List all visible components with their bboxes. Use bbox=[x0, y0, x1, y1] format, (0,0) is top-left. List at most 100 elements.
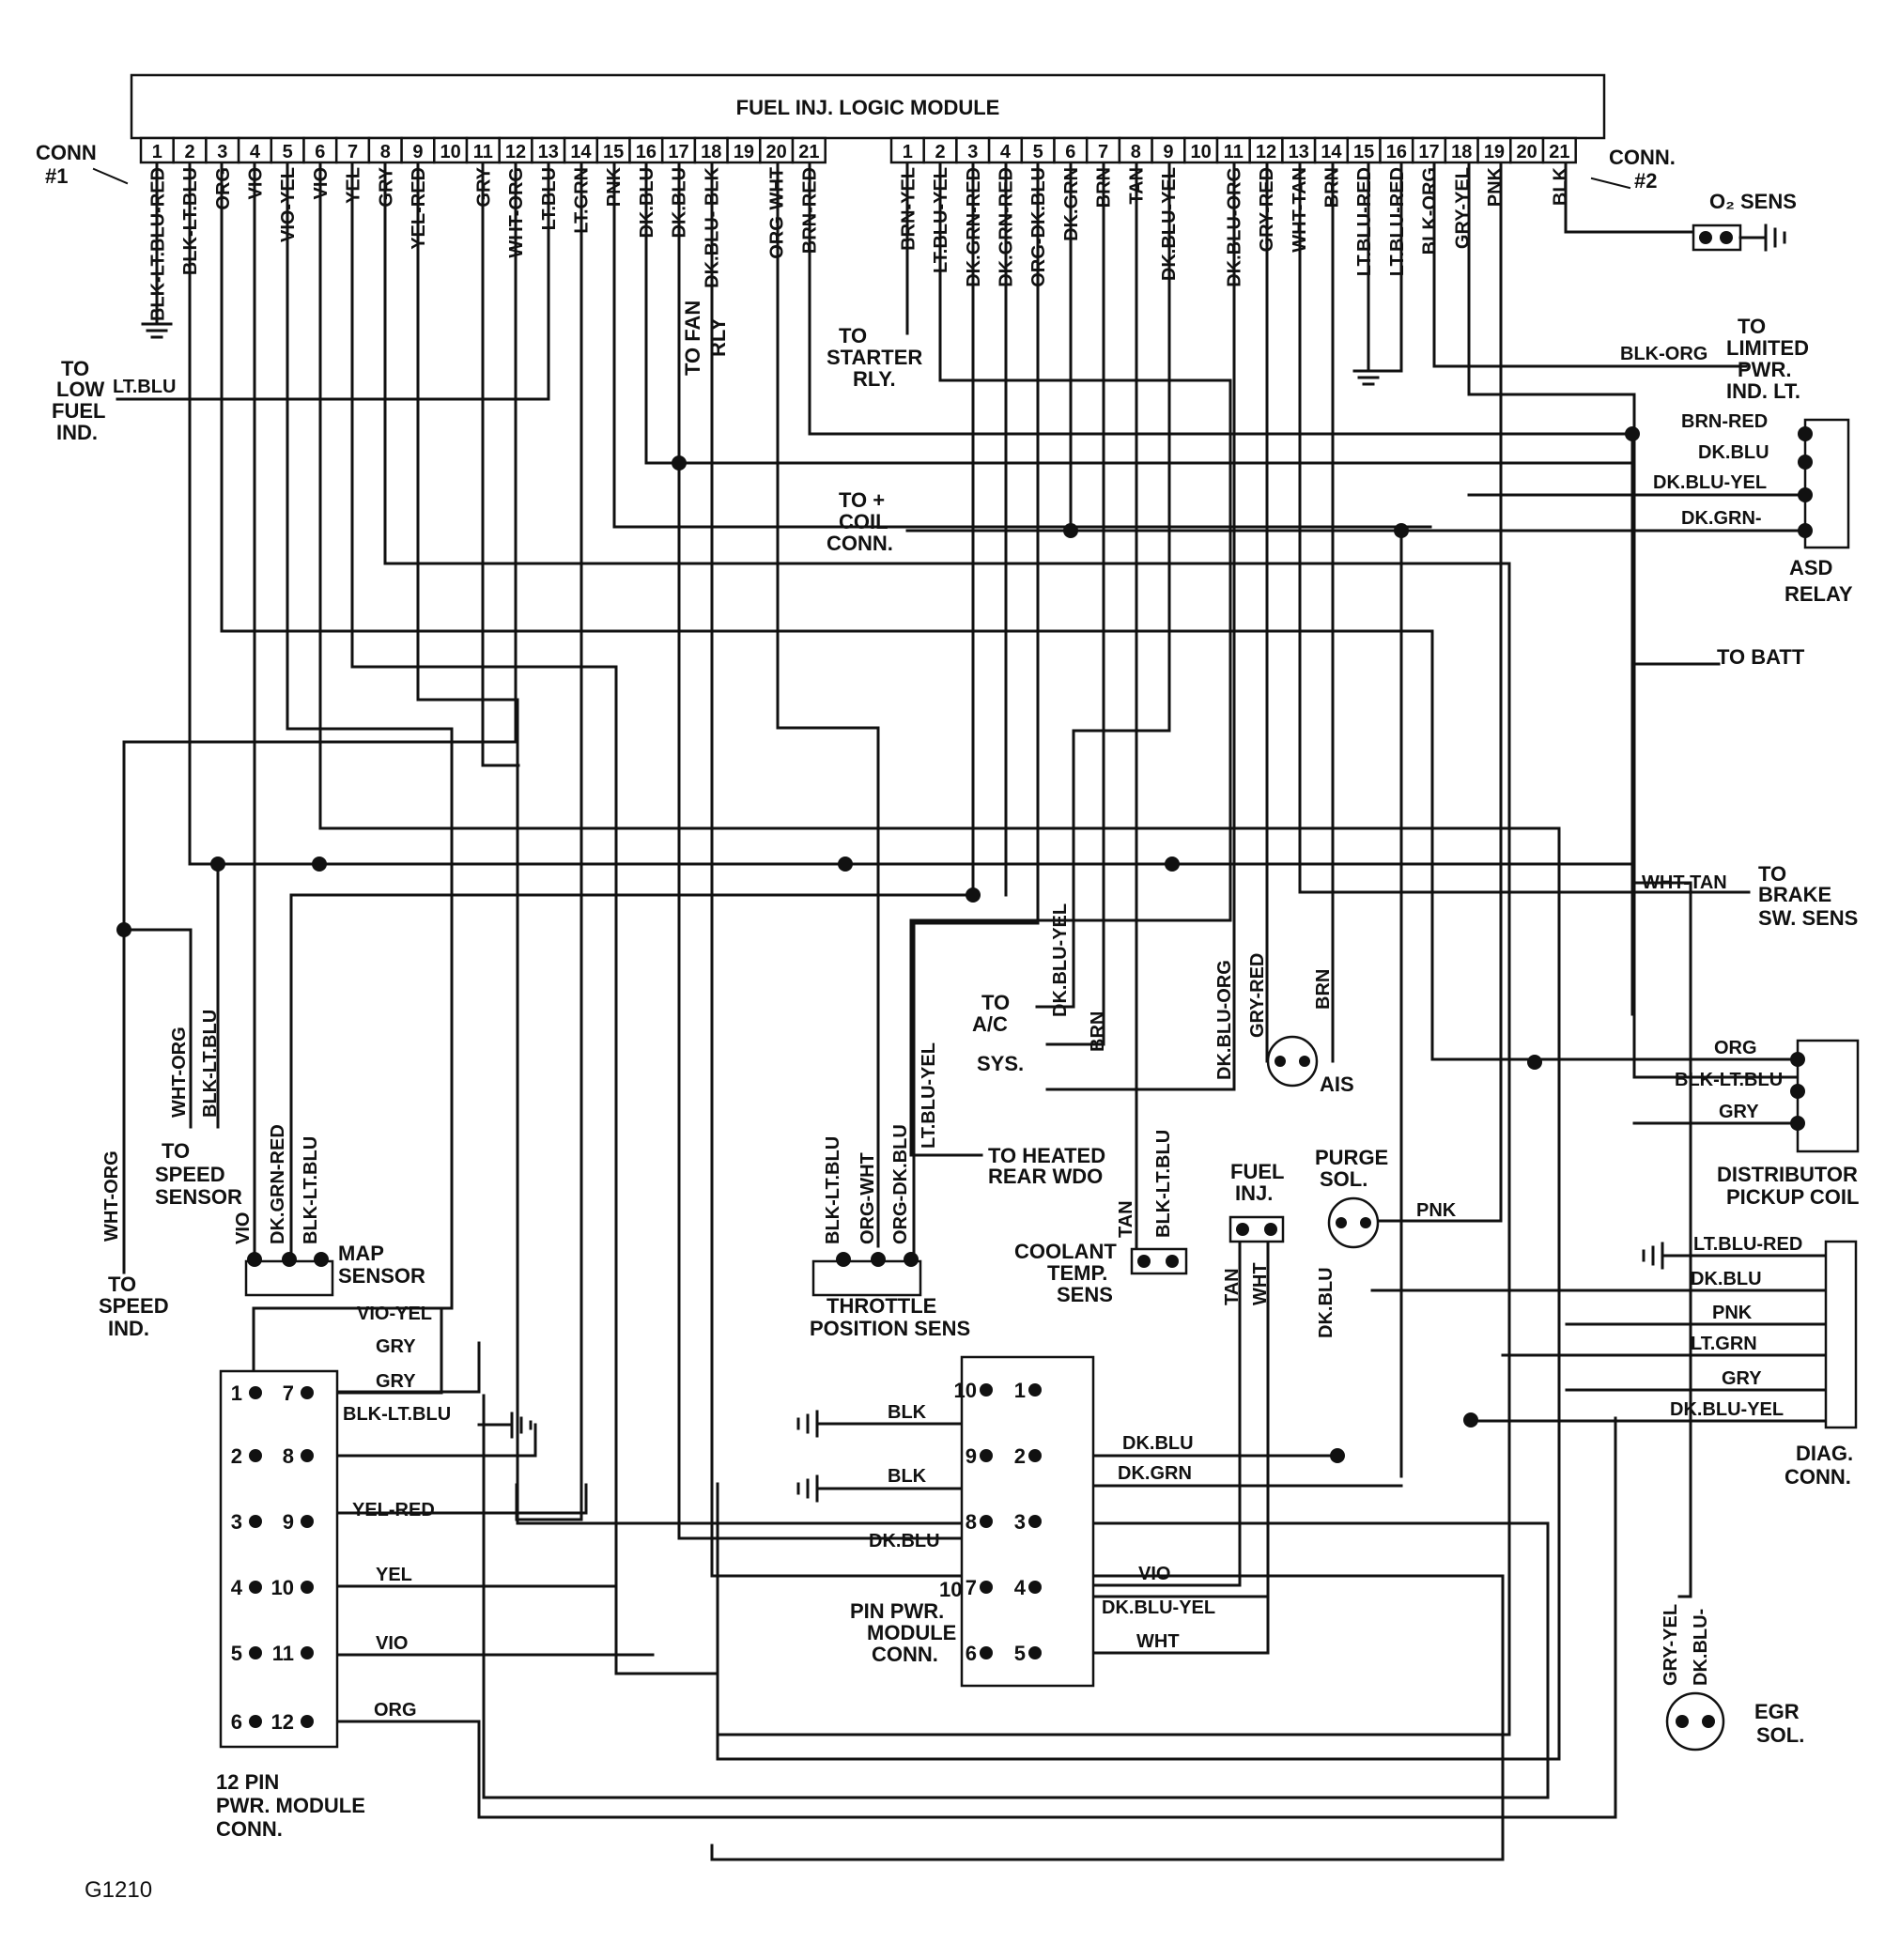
conn2-pin-cell bbox=[1313, 136, 1350, 164]
conn1-pin-cell bbox=[595, 136, 631, 164]
svg-text:BLK: BLK bbox=[888, 1466, 927, 1487]
twelve-pin-number: 8 bbox=[283, 1444, 294, 1468]
conn2-pin-number: 8 bbox=[1131, 142, 1141, 162]
conn1-pin-cell bbox=[172, 136, 208, 164]
conn2-wire-label: LT.BLU-RED bbox=[1354, 167, 1375, 276]
asd-relay-label: ASD bbox=[1789, 556, 1832, 579]
twelve-pin-dot bbox=[249, 1715, 262, 1728]
ten-pin-dot bbox=[980, 1646, 993, 1659]
conn2-pin-number: 5 bbox=[1033, 142, 1043, 162]
ten-pin-number: 3 bbox=[1014, 1510, 1026, 1534]
ten-pin-dot bbox=[980, 1515, 993, 1528]
svg-text:BLK-LT.BLU: BLK-LT.BLU bbox=[343, 1404, 451, 1425]
conn2-pin-cell bbox=[1151, 136, 1186, 164]
conn1-pin-number: 9 bbox=[412, 142, 423, 162]
svg-text:MODULE: MODULE bbox=[867, 1621, 956, 1644]
diag-conn-label: DIAG. bbox=[1796, 1442, 1853, 1465]
throttle-position-sensor bbox=[811, 1259, 922, 1297]
ten-pin-dot bbox=[1028, 1646, 1042, 1659]
conn1-pin-cell bbox=[139, 136, 175, 164]
ten-pin-number: 10 bbox=[954, 1379, 977, 1402]
twelve-pin-number: 12 bbox=[271, 1710, 294, 1734]
logic-module-box bbox=[130, 73, 1606, 140]
ten-pin-number: 4 bbox=[1014, 1576, 1027, 1599]
svg-text:PURGE: PURGE bbox=[1315, 1146, 1388, 1169]
conn2-pin-number: 2 bbox=[935, 142, 945, 162]
svg-text:SENSOR: SENSOR bbox=[338, 1264, 425, 1288]
distributor-pickup-coil bbox=[1796, 1039, 1860, 1153]
conn1-pin-cell bbox=[791, 136, 827, 164]
conn1-pin-number: 1 bbox=[152, 142, 162, 162]
svg-text:SOL.: SOL. bbox=[1756, 1723, 1804, 1747]
svg-text:BRAKE: BRAKE bbox=[1758, 883, 1831, 906]
distributor-label-2: PICKUP COIL bbox=[1726, 1185, 1859, 1209]
ten-pin-dot bbox=[980, 1581, 993, 1594]
conn2-wire-label: BLK-ORG bbox=[1420, 167, 1441, 255]
svg-text:TO: TO bbox=[61, 357, 89, 380]
conn1-pin-number: 6 bbox=[315, 142, 325, 162]
conn2-pin-cell bbox=[1444, 136, 1479, 164]
vertical-wire-labels: DK.BLU-YEL BRN DK.BLU-ORG GRY-RED BRN LT… bbox=[101, 903, 1711, 1686]
logic-module-title: FUEL INJ. LOGIC MODULE bbox=[736, 96, 1000, 119]
svg-text:PWR.: PWR. bbox=[1738, 358, 1791, 381]
svg-text:GRY: GRY bbox=[1722, 1368, 1762, 1389]
svg-text:POSITION SENS: POSITION SENS bbox=[810, 1317, 970, 1340]
svg-text:TO: TO bbox=[839, 324, 867, 347]
svg-text:VIO: VIO bbox=[1138, 1564, 1170, 1584]
ground-12pin bbox=[477, 1412, 533, 1439]
conn1-pin-cell bbox=[334, 136, 371, 164]
svg-text:BRN-RED: BRN-RED bbox=[1681, 411, 1768, 432]
svg-text:TO: TO bbox=[162, 1139, 190, 1163]
svg-text:CONN.: CONN. bbox=[827, 532, 893, 555]
conn1-pin-number: 17 bbox=[668, 142, 688, 162]
asd-relay-box bbox=[1803, 418, 1850, 549]
svg-text:WHT: WHT bbox=[1136, 1631, 1180, 1652]
svg-text:DK.BLU: DK.BLU bbox=[1316, 1267, 1336, 1338]
ais-label: AIS bbox=[1320, 1073, 1354, 1096]
svg-text:FUEL: FUEL bbox=[1230, 1160, 1284, 1183]
svg-text:TO +: TO + bbox=[839, 488, 885, 512]
conn1-pin-number: 5 bbox=[283, 142, 293, 162]
svg-text:PIN PWR.: PIN PWR. bbox=[850, 1599, 944, 1623]
conn2-pin-number: 18 bbox=[1451, 142, 1472, 162]
svg-text:12 PIN: 12 PIN bbox=[216, 1770, 279, 1794]
twelve-pin-dot bbox=[301, 1646, 314, 1659]
conn1-wire-label: ORG bbox=[213, 167, 234, 210]
conn2-pin-number: 1 bbox=[903, 142, 913, 162]
svg-text:PNK: PNK bbox=[1712, 1303, 1753, 1323]
svg-text:EGR: EGR bbox=[1754, 1700, 1800, 1723]
svg-text:TO FAN: TO FAN bbox=[681, 301, 704, 376]
component-labels: TO LIMITED PWR. IND. LT. TO LOW FUEL IND… bbox=[52, 301, 1858, 1841]
conn2-pin-cell bbox=[1053, 136, 1089, 164]
svg-text:SW. SENS: SW. SENS bbox=[1758, 906, 1858, 930]
ten-pin-dot bbox=[1028, 1449, 1042, 1462]
svg-text:LT.BLU-YEL: LT.BLU-YEL bbox=[919, 1042, 939, 1149]
conn1-pin-number: 8 bbox=[380, 142, 391, 162]
ground-blk2 bbox=[796, 1474, 838, 1503]
svg-text:COOLANT: COOLANT bbox=[1014, 1240, 1117, 1263]
svg-text:SYS.: SYS. bbox=[977, 1052, 1024, 1075]
svg-text:RLY: RLY bbox=[706, 317, 730, 357]
svg-text:TO: TO bbox=[1758, 862, 1786, 886]
twelve-pin-dot bbox=[249, 1646, 262, 1659]
svg-text:BLK-ORG: BLK-ORG bbox=[1620, 344, 1707, 364]
svg-text:TO: TO bbox=[981, 991, 1010, 1014]
ten-pin-number: 6 bbox=[966, 1642, 977, 1665]
conn1-wire-label: YEL bbox=[344, 167, 364, 204]
conn2-pin-number: 3 bbox=[967, 142, 978, 162]
conn2-pin-number: 6 bbox=[1065, 142, 1075, 162]
conn1-pin-number: 12 bbox=[505, 142, 526, 162]
twelve-pin-module-conn bbox=[219, 1369, 339, 1749]
twelve-pin-dot bbox=[249, 1581, 262, 1594]
ten-pin-number: 2 bbox=[1014, 1444, 1026, 1468]
twelve-pin-dot bbox=[249, 1449, 262, 1462]
conn2-pin-number: 9 bbox=[1163, 142, 1173, 162]
conn1-pin-cell bbox=[628, 136, 664, 164]
svg-text:TO BATT: TO BATT bbox=[1717, 645, 1805, 669]
twelve-pin-number: 10 bbox=[271, 1576, 294, 1599]
svg-text:DK.BLU-YEL: DK.BLU-YEL bbox=[1102, 1597, 1215, 1618]
svg-text:TO: TO bbox=[108, 1273, 136, 1296]
svg-text:SOL.: SOL. bbox=[1320, 1167, 1367, 1191]
conn2-pin-number: 19 bbox=[1484, 142, 1505, 162]
